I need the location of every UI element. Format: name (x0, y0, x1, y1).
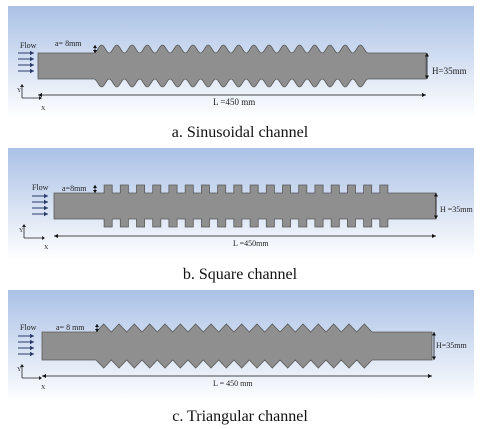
flow-arrows (18, 50, 34, 74)
flow-arrows (32, 193, 48, 217)
channel-body (41, 323, 433, 369)
flow-arrow (18, 345, 34, 351)
axis-y-label: Y (17, 88, 22, 94)
sinusoidal-channel-diagram: Flow a= 8mm H=35mm L =450 mm Y X (8, 6, 474, 118)
axis-x-label: X (41, 385, 46, 391)
flow-arrows (18, 333, 34, 357)
flow-arrow (18, 68, 34, 74)
length-label: L =450 mm (213, 97, 255, 107)
amplitude-marker (93, 45, 97, 53)
length-dimension (42, 374, 432, 378)
flow-label: Flow (20, 41, 37, 50)
coordinate-axes (20, 364, 42, 380)
amplitude-label: a= 8mm (55, 39, 82, 48)
height-label: H=35mm (432, 66, 467, 76)
flow-arrow (32, 205, 48, 211)
panel-triangular: Flow a= 8 mm H=35mm L = 450 mm Y X (8, 290, 474, 402)
flow-label: Flow (20, 323, 37, 332)
flow-arrow (18, 351, 34, 357)
caption-triangular: c. Triangular channel (172, 408, 308, 425)
channel-body (37, 44, 427, 88)
length-label: L = 450 mm (213, 379, 253, 388)
panel-sinusoidal: Flow a= 8mm H=35mm L =450 mm Y X (8, 6, 474, 118)
axis-x-label: X (44, 245, 49, 251)
amplitude-marker (95, 324, 99, 332)
height-dimension (434, 193, 438, 219)
flow-arrow (32, 211, 48, 217)
height-dimension (425, 53, 429, 79)
flow-arrow (32, 193, 48, 199)
height-label: H =35mm (440, 205, 474, 214)
height-dimension (432, 332, 436, 360)
height-label: H=35mm (436, 341, 468, 350)
length-dimension (54, 234, 436, 238)
axis-x-label: X (41, 106, 46, 112)
coordinate-axes (22, 224, 45, 240)
flow-arrow (18, 62, 34, 68)
coordinate-axes (20, 84, 42, 100)
length-dimension (38, 93, 426, 97)
flow-arrow (18, 339, 34, 345)
axis-y-label: Y (17, 367, 22, 373)
panel-square: Flow a=8mm H =35mm L =450mm Y X (8, 148, 474, 260)
square-channel-diagram: Flow a=8mm H =35mm L =450mm Y X (8, 148, 474, 260)
amplitude-label: a= 8 mm (56, 323, 85, 332)
flow-arrow (18, 50, 34, 56)
caption-sinusoidal: a. Sinusoidal channel (171, 124, 309, 141)
flow-arrow (18, 56, 34, 62)
amplitude-label: a=8mm (62, 184, 87, 193)
flow-label: Flow (32, 183, 49, 192)
amplitude-marker (93, 185, 97, 193)
axis-y-label: Y (19, 228, 24, 234)
flow-arrow (32, 199, 48, 205)
caption-square: b. Square channel (182, 266, 298, 283)
triangular-channel-diagram: Flow a= 8 mm H=35mm L = 450 mm Y X (8, 290, 474, 402)
flow-arrow (18, 333, 34, 339)
length-label: L =450mm (233, 239, 269, 248)
